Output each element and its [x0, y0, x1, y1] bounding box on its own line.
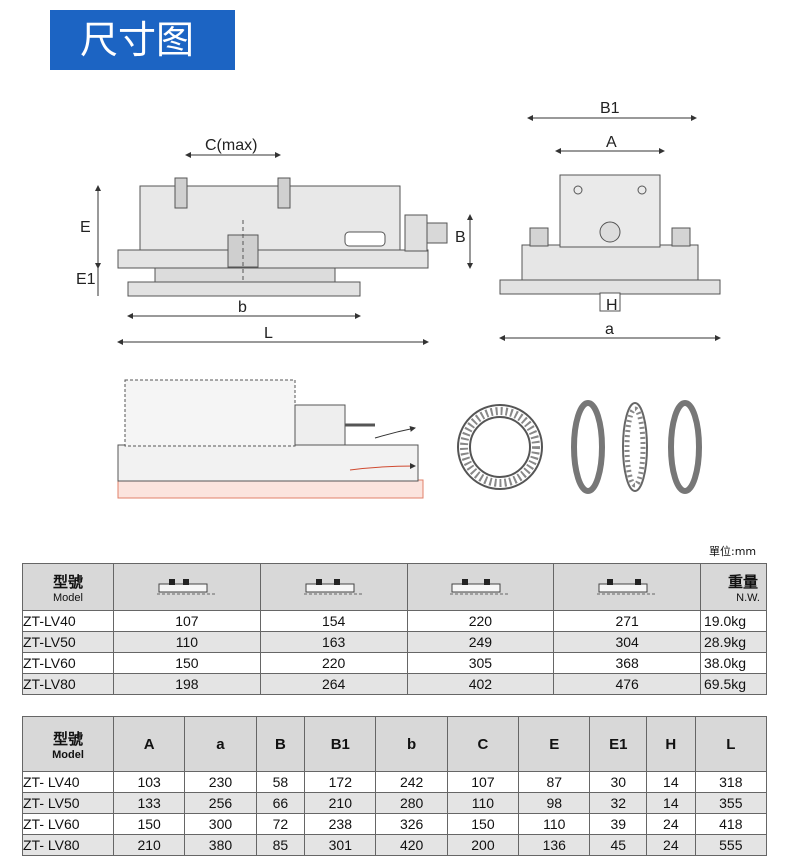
value-cell: 39 — [589, 813, 648, 835]
vise-icon-col4 — [553, 563, 701, 611]
value-cell: 326 — [375, 813, 448, 835]
value-cell: 58 — [255, 771, 306, 793]
value-cell: 66 — [255, 792, 306, 814]
col-header-b-upper: B — [255, 716, 306, 772]
table-row: ZT-LV80 198 264 402 476 69.5kg — [22, 673, 767, 695]
vise-icon-col3 — [406, 563, 555, 611]
front-view-drawing — [499, 174, 721, 312]
value-cell: 136 — [518, 834, 591, 856]
dim-label-a-lower: a — [605, 321, 614, 338]
cutaway-illustration — [117, 379, 424, 499]
value-cell: 150 — [112, 813, 186, 835]
value-cell: 230 — [184, 771, 257, 793]
col-header-b-lower: b — [375, 716, 448, 772]
value-cell: 87 — [518, 771, 591, 793]
col-header-a-lower: a — [184, 716, 257, 772]
model-header: 型號 Model — [22, 716, 114, 772]
dim-label-a-upper: A — [606, 134, 617, 151]
side-view-drawing — [117, 177, 448, 297]
value-cell: 318 — [694, 771, 768, 793]
value-cell: 280 — [375, 792, 448, 814]
value-cell: 242 — [375, 771, 448, 793]
col-header-h: H — [646, 716, 696, 772]
value-cell: 107 — [446, 771, 520, 793]
value-cell: 238 — [304, 813, 377, 835]
value-cell: 420 — [375, 834, 448, 856]
model-cell: ZT- LV50 — [22, 792, 114, 814]
value-cell: 72 — [255, 813, 306, 835]
value-cell: 32 — [589, 792, 648, 814]
value-cell: 200 — [446, 834, 520, 856]
value-cell: 14 — [646, 792, 696, 814]
weight-header: 重量 N.W. — [700, 563, 767, 611]
value-cell: 380 — [184, 834, 257, 856]
page-title: 尺寸图 — [50, 10, 235, 70]
value-cell: 24 — [646, 813, 696, 835]
bearing-parts-illustration — [457, 400, 702, 494]
value-cell: 98 — [518, 792, 591, 814]
dim-label-b-lower: b — [238, 299, 247, 316]
vise-icon-col1 — [113, 563, 261, 611]
dim-label-e1: E1 — [76, 271, 96, 288]
dim-label-b1: B1 — [600, 100, 620, 117]
value-cell: 355 — [694, 792, 768, 814]
col-header-a-upper: A — [112, 716, 186, 772]
value-cell: 150 — [446, 813, 520, 835]
value-cell: 110 — [446, 792, 520, 814]
value-cell: 555 — [694, 834, 768, 856]
value-cell: 30 — [589, 771, 648, 793]
value-cell: 133 — [112, 792, 186, 814]
value-cell: 24 — [646, 834, 696, 856]
model-cell: ZT- LV40 — [22, 771, 114, 793]
col-header-e1: E1 — [589, 716, 648, 772]
table-row: ZT-LV60 150 220 305 368 38.0kg — [22, 652, 767, 674]
col-header-l: L — [694, 716, 768, 772]
dim-label-b-upper: B — [455, 229, 466, 246]
dim-label-e: E — [80, 219, 91, 236]
value-cell: 301 — [304, 834, 377, 856]
col-header-e: E — [518, 716, 591, 772]
unit-note: 單位:mm — [709, 545, 757, 558]
value-cell: 210 — [304, 792, 377, 814]
weight-table: 型號 Model 重量 N.W. ZT-LV40 107 — [22, 563, 767, 695]
model-cell: ZT- LV80 — [22, 834, 114, 856]
col-header-b1: B1 — [304, 716, 377, 772]
vise-icon-col2 — [259, 563, 408, 611]
value-cell: 85 — [255, 834, 306, 856]
value-cell: 418 — [694, 813, 768, 835]
technical-drawing: C(max) E E1 B b L B1 A H a — [76, 100, 721, 499]
model-header: 型號 Model — [22, 563, 114, 611]
model-cell: ZT- LV60 — [22, 813, 114, 835]
table-row: ZT-LV40 107 154 220 271 19.0kg — [22, 610, 767, 632]
value-cell: 103 — [112, 771, 186, 793]
dim-label-l: L — [264, 325, 273, 342]
value-cell: 172 — [304, 771, 377, 793]
value-cell: 256 — [184, 792, 257, 814]
col-header-c: C — [446, 716, 520, 772]
dim-label-c: C(max) — [205, 137, 257, 154]
value-cell: 110 — [518, 813, 591, 835]
table-row: ZT-LV50 110 163 249 304 28.9kg — [22, 631, 767, 653]
value-cell: 210 — [112, 834, 186, 856]
value-cell: 14 — [646, 771, 696, 793]
value-cell: 300 — [184, 813, 257, 835]
dim-label-h: H — [606, 297, 618, 314]
value-cell: 45 — [589, 834, 648, 856]
